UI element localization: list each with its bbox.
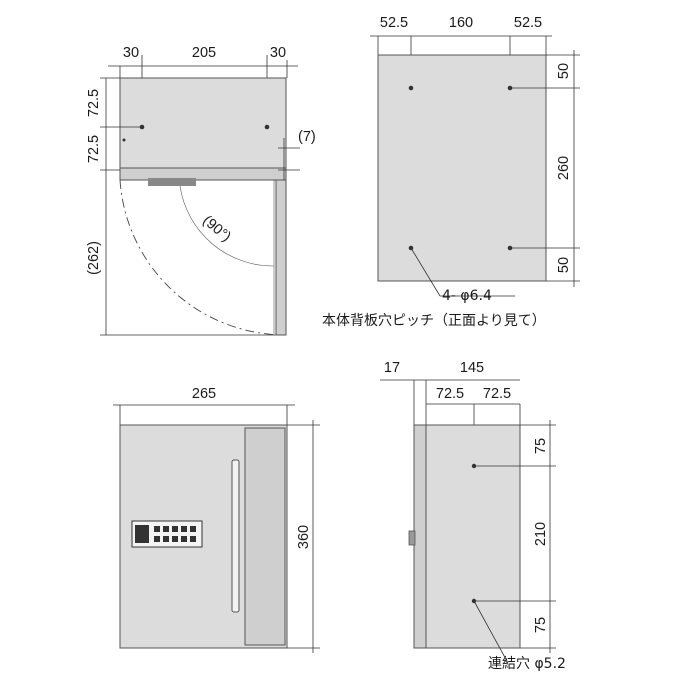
back-height-dim-mid: 260 <box>556 156 572 180</box>
side-sub-width-dim-right: 72.5 <box>483 386 511 402</box>
side-handle <box>408 530 416 546</box>
side-door-edge <box>413 424 427 649</box>
front-keypad-buttons <box>154 526 196 542</box>
top-hole-right <box>264 124 270 130</box>
side-height-dim-top: 75 <box>533 438 549 454</box>
back-caption: 本体背板穴ピッチ（正面より見て） <box>322 313 546 329</box>
back-width-dim-center: 160 <box>449 15 473 31</box>
top-view-door-edge <box>119 167 287 181</box>
top-swing-radius-dim: (262) <box>86 241 102 275</box>
back-width-dim-left: 52.5 <box>380 15 408 31</box>
top-view-body <box>119 77 287 169</box>
front-door-panel <box>244 427 286 646</box>
back-width-dim-right: 52.5 <box>514 15 542 31</box>
front-keypad-display <box>135 525 149 543</box>
back-height-dim-bottom: 50 <box>556 257 572 273</box>
back-view: 52.5 160 52.5 50 260 50 4- φ6.4 本体背板穴ピッチ… <box>322 15 580 329</box>
swing-angle-label: (90°) <box>199 213 233 246</box>
back-hole-label: 4- φ6.4 <box>442 288 492 304</box>
top-width-dim-right: 30 <box>270 45 286 61</box>
back-height-dim-top: 50 <box>556 63 572 79</box>
side-view-body <box>425 424 521 649</box>
side-view: 17 145 72.5 72.5 75 210 75 連結穴 φ5.2 <box>380 360 566 672</box>
front-width-dim: 265 <box>192 386 216 402</box>
top-hinge-mark <box>122 138 126 142</box>
front-height-dim: 360 <box>296 525 312 549</box>
top-gap-dim: (7) <box>298 129 316 145</box>
side-width-dim-145: 145 <box>460 360 484 376</box>
door-open-position <box>275 179 287 336</box>
front-handle <box>231 459 240 613</box>
door-swing-arc <box>119 179 287 336</box>
top-depth-dim-upper: 72.5 <box>86 89 102 117</box>
side-sub-width-dim-left: 72.5 <box>436 386 464 402</box>
side-hole-label: 連結穴 φ5.2 <box>488 656 566 672</box>
side-height-dim-bottom: 75 <box>533 617 549 633</box>
back-view-body <box>377 54 547 282</box>
angle-arc <box>179 185 275 267</box>
top-width-dim-center: 205 <box>192 45 216 61</box>
top-view-keypad <box>148 178 196 186</box>
side-height-dim-mid: 210 <box>533 522 549 546</box>
back-hole-tl <box>408 85 414 91</box>
side-width-dim-17: 17 <box>384 360 400 376</box>
top-view: 30 205 30 72.5 72.5 (262) (7) (90°) <box>86 45 316 336</box>
top-depth-dim-lower: 72.5 <box>86 135 102 163</box>
front-view: 265 360 <box>113 386 320 653</box>
top-width-dim-left: 30 <box>123 45 139 61</box>
